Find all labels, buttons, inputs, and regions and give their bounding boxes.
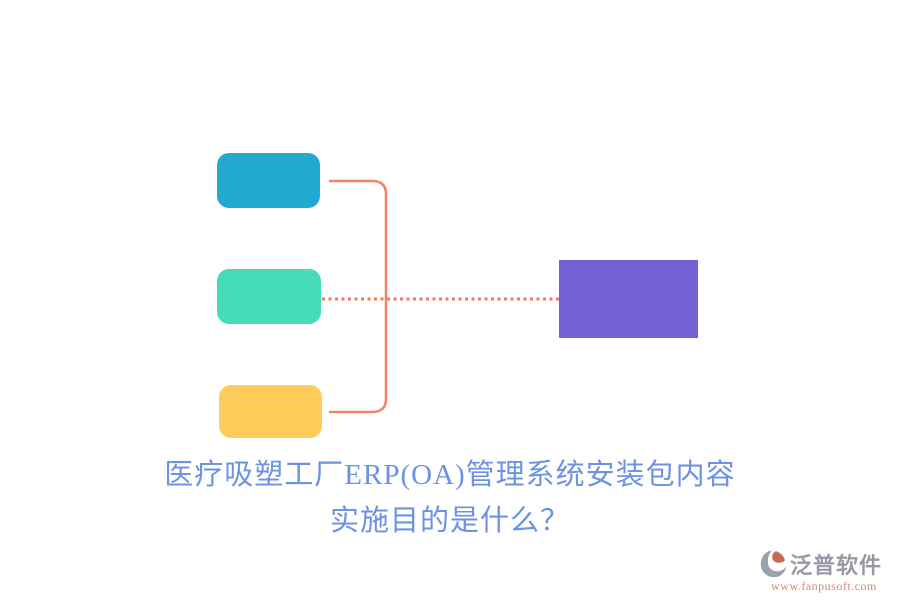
title-line-2: 实施目的是什么？	[329, 505, 570, 537]
fanpu-logo-url: www.fanpusoft.com	[771, 579, 877, 593]
diagram-node-teal	[217, 153, 320, 208]
infographic-title: 医疗吸塑工厂ERP(OA)管理系统安装包内容 实施目的是什么？	[0, 452, 900, 544]
fanpu-logo-row: 泛普软件	[758, 548, 890, 580]
bracket-connector	[328, 179, 388, 414]
logo-icon-orange-shape	[772, 551, 785, 563]
fanpu-logo: 泛普软件 www.fanpusoft.com	[758, 548, 890, 594]
fanpu-logo-name: 泛普软件	[790, 553, 883, 578]
fanpu-logo-icon	[760, 550, 787, 578]
logo-icon-gray-shape	[760, 550, 787, 578]
diagram-node-yellow	[219, 385, 322, 438]
diagram-node-green	[217, 269, 321, 324]
diagram-node-purple	[559, 260, 698, 338]
title-line-1: 医疗吸塑工厂ERP(OA)管理系统安装包内容	[164, 459, 736, 491]
